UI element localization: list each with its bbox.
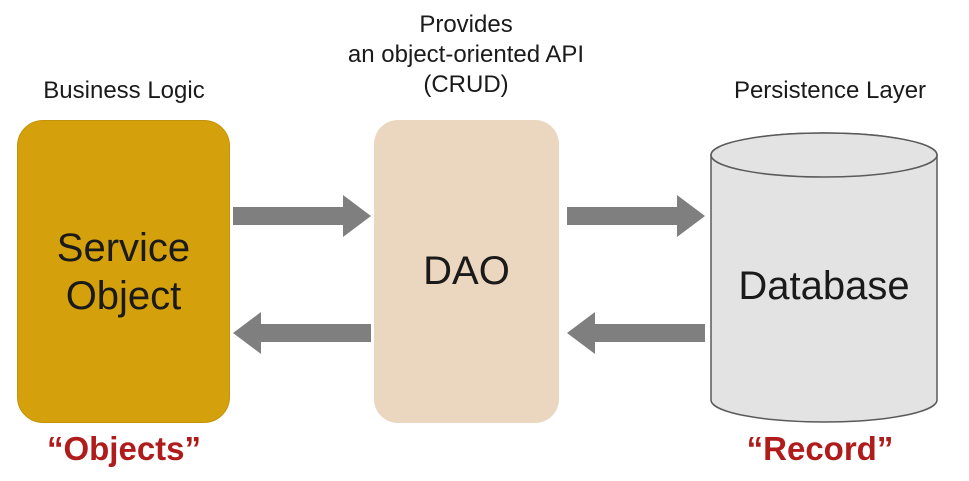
arrow-dao-to-database: [567, 195, 705, 237]
dao-caption-line-2: an object-oriented API: [347, 41, 585, 68]
database-cylinder: [710, 132, 938, 423]
dao-box: DAO: [374, 120, 559, 423]
arrow-dao-to-service: [233, 312, 371, 354]
dao-caption-line-3: (CRUD): [423, 71, 509, 98]
service-object-label-line-1: Service: [56, 225, 191, 270]
persistence-layer-caption: Persistence Layer: [733, 77, 927, 104]
dao-caption-line-1: Provides: [419, 11, 513, 38]
service-object-box: Service Object: [17, 120, 230, 423]
service-object-label-line-2: Object: [65, 273, 182, 318]
dao-label: DAO: [423, 249, 510, 293]
record-quote: “Record”: [746, 430, 894, 467]
service-object-label: Service Object: [57, 224, 190, 320]
objects-quote: “Objects”: [46, 430, 202, 467]
dao-caption: Provides an object-oriented API (CRUD): [300, 10, 632, 100]
arrow-service-to-dao: [233, 195, 371, 237]
database-label: Database: [738, 264, 910, 308]
database-cylinder-top: [710, 132, 938, 178]
arrow-database-to-dao: [567, 312, 705, 354]
business-logic-caption: Business Logic: [43, 77, 205, 104]
